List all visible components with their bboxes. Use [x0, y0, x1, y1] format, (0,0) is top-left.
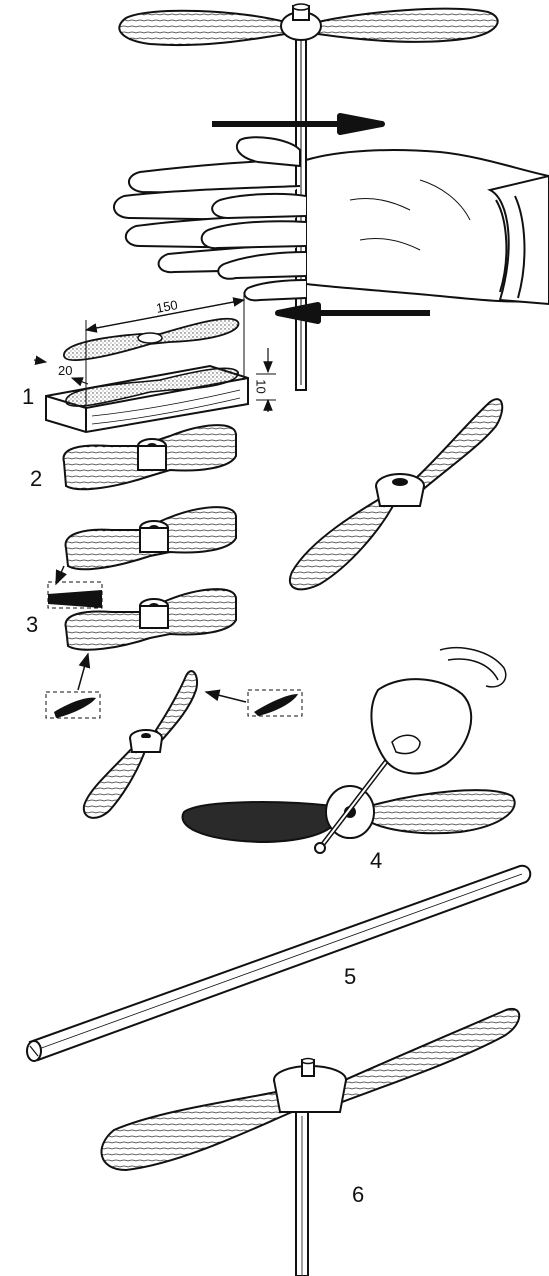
step-label-5: 5 [344, 966, 356, 988]
top-blade-right [318, 9, 498, 42]
step-label-4: 4 [370, 850, 382, 872]
step-label-2: 2 [30, 468, 42, 490]
step-4-drilling [183, 648, 515, 853]
step-1-blank-block [34, 292, 276, 432]
dimension-length: 150 [155, 298, 179, 315]
step-label-3: 3 [26, 614, 38, 636]
carved-propeller-small [84, 671, 197, 818]
step-6-assembled [102, 1009, 520, 1276]
carved-propeller-large [290, 399, 502, 589]
step-label-6: 6 [352, 1184, 364, 1206]
top-blade-left [119, 11, 285, 45]
dimension-width: 20 [58, 364, 72, 377]
step-2-cut-blank [63, 425, 236, 489]
step-3-carving [46, 507, 302, 718]
arrow-left [278, 305, 430, 321]
step-label-1: 1 [22, 386, 34, 408]
dimension-thickness: 10 [255, 379, 268, 393]
hands-illustration [114, 137, 549, 304]
